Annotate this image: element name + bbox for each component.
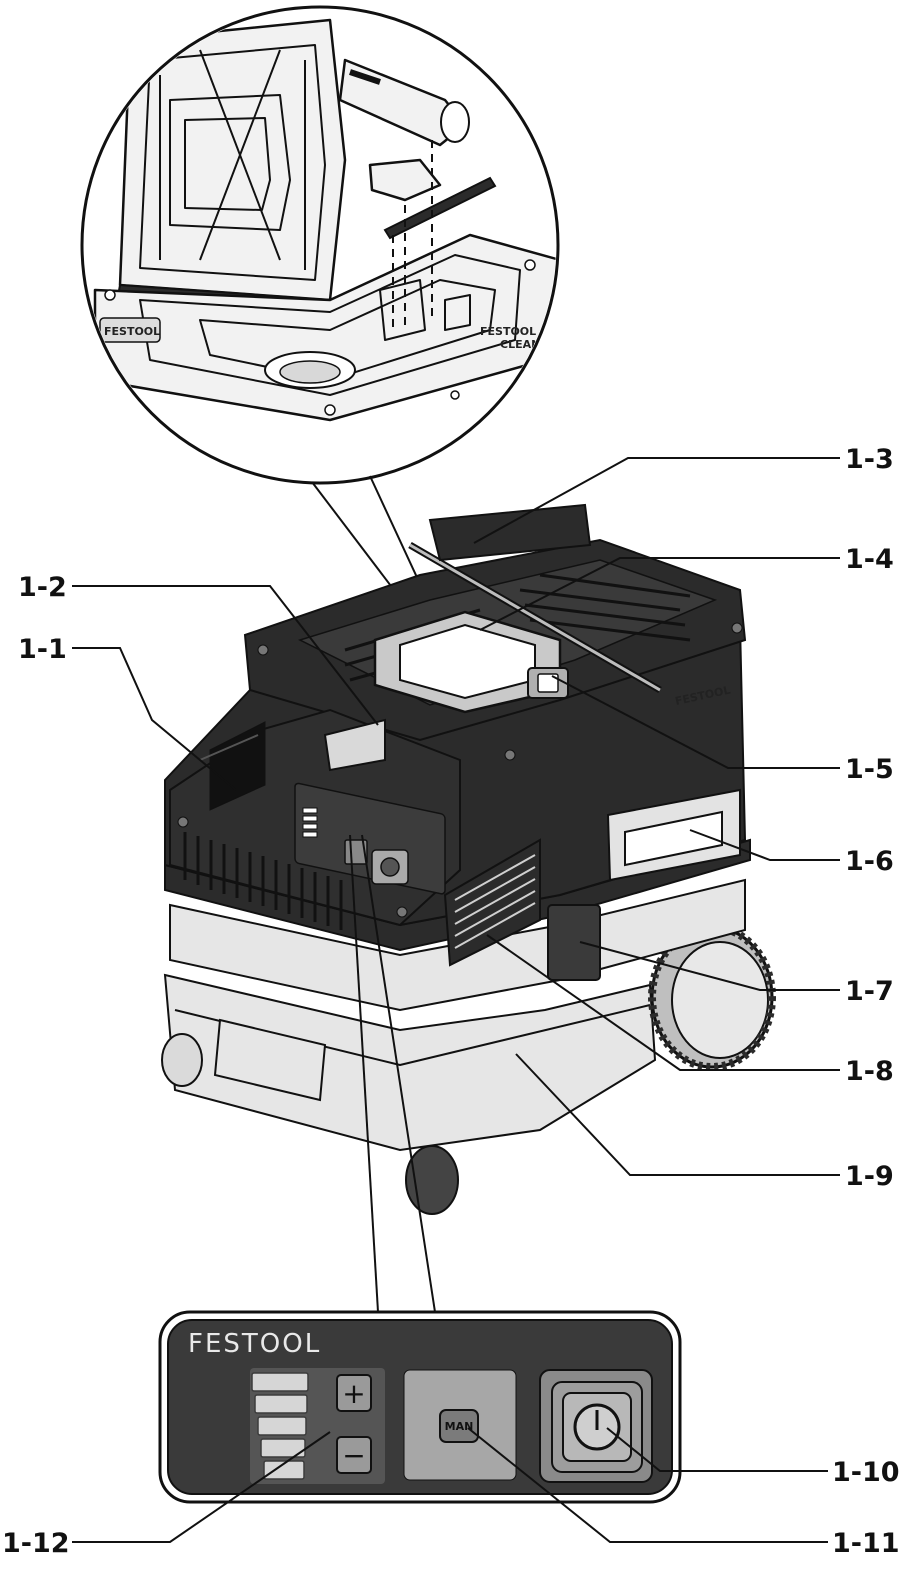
man-button[interactable]: MAN xyxy=(439,1409,479,1443)
power-switch[interactable] xyxy=(539,1369,653,1483)
suction-level-leds xyxy=(251,1372,309,1480)
label-1-9: 1-9 xyxy=(845,1161,894,1192)
label-1-7: 1-7 xyxy=(845,976,894,1007)
control-panel-zoom: FESTOOL + − MAN xyxy=(158,834,682,1504)
tub-model-right: CLEANTEC xyxy=(500,338,563,351)
label-1-6: 1-6 xyxy=(845,846,894,877)
suction-plus-button[interactable]: + xyxy=(336,1374,372,1412)
label-1-3: 1-3 xyxy=(845,444,894,475)
suction-minus-button[interactable]: − xyxy=(336,1436,372,1474)
label-1-12: 1-12 xyxy=(2,1528,70,1559)
minus-icon: − xyxy=(342,1439,365,1472)
callout-labels: 1-2 1-1 1-3 1-4 1-5 1-6 1-7 1-8 1-9 1-10… xyxy=(2,444,900,1559)
panel-zoom-line-left xyxy=(349,834,379,1313)
callout-lines xyxy=(72,457,840,1543)
vacuum-main: FESTOOL xyxy=(161,503,776,1215)
label-1-5: 1-5 xyxy=(845,754,894,785)
label-1-11: 1-11 xyxy=(832,1528,900,1559)
detail-circle-open-lid: FESTOOL FESTOOL CLEANTEC xyxy=(80,5,563,485)
tub-brand-left: FESTOOL xyxy=(104,325,160,338)
man-button-label: MAN xyxy=(445,1420,474,1433)
panel-brand-text: FESTOOL xyxy=(188,1329,321,1359)
label-1-10: 1-10 xyxy=(832,1457,900,1488)
label-1-4: 1-4 xyxy=(845,544,894,575)
panel-zoom-line-right xyxy=(361,834,436,1313)
label-1-8: 1-8 xyxy=(845,1056,894,1087)
label-1-1: 1-1 xyxy=(18,634,67,665)
tub-brand-right: FESTOOL xyxy=(480,325,536,338)
plus-icon: + xyxy=(342,1377,365,1410)
label-1-2: 1-2 xyxy=(18,572,67,603)
